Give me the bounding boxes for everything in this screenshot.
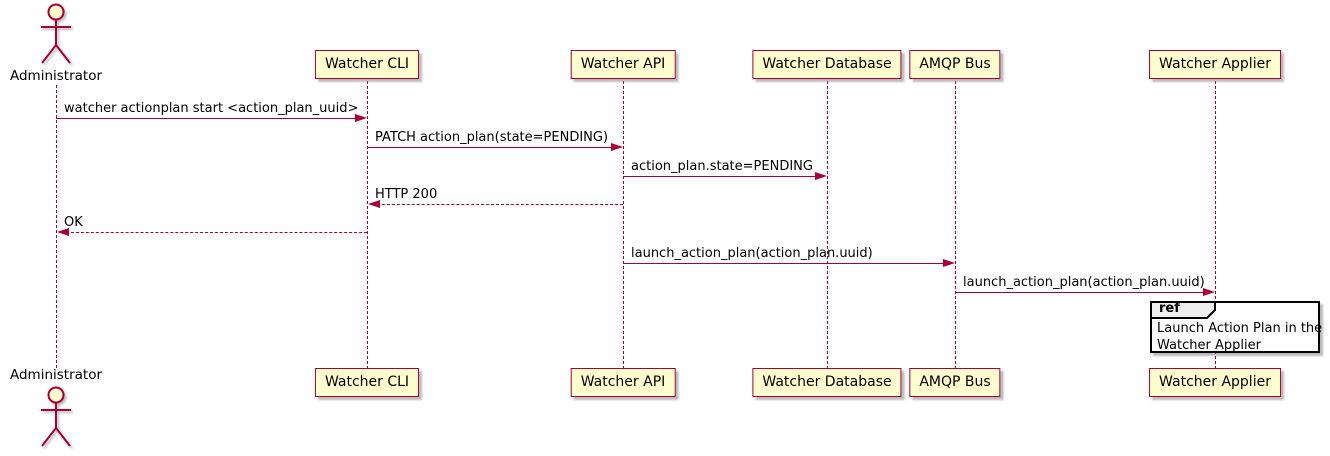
actor-icon [41, 3, 71, 64]
message-label-2: PATCH action_plan(state=PENDING) [375, 130, 609, 145]
participant-box-bottom-watcher-database: Watcher Database [752, 368, 902, 397]
ref-fragment-line-2: Watcher Applier [1157, 338, 1261, 353]
ref-fragment-tab: ref [1150, 301, 1216, 319]
message-line-2 [367, 147, 613, 148]
lifeline-administrator [56, 85, 57, 368]
participant-box-bottom-watcher-api: Watcher API [570, 368, 676, 397]
ref-fragment: ref Launch Action Plan in the Watcher Ap… [1150, 301, 1323, 355]
lifeline-watcher-api [623, 81, 624, 369]
message-label-6: launch_action_plan(action_plan.uuid) [631, 246, 873, 261]
message-arrowhead-3 [815, 172, 827, 180]
ref-tab-shape-icon [1150, 301, 1216, 319]
participant-box-top-watcher-api: Watcher API [570, 50, 676, 79]
ref-fragment-text: Launch Action Plan in the Watcher Applie… [1152, 319, 1323, 355]
message-label-3: action_plan.state=PENDING [631, 159, 813, 174]
message-line-1 [56, 118, 357, 119]
lifeline-amqp-bus [955, 81, 956, 369]
ref-fragment-line-1: Launch Action Plan in the [1157, 321, 1323, 336]
message-line-5 [66, 232, 367, 233]
actor-icon [41, 386, 71, 447]
participant-box-top-watcher-database: Watcher Database [752, 50, 902, 79]
message-arrowhead-6 [943, 259, 955, 267]
ref-fragment-keyword: ref [1159, 301, 1180, 316]
message-line-3 [623, 176, 817, 177]
actor-label-bottom-administrator: Administrator [9, 367, 103, 383]
participant-box-top-watcher-cli: Watcher CLI [314, 50, 420, 79]
participant-box-bottom-watcher-cli: Watcher CLI [314, 368, 420, 397]
message-label-1: watcher actionplan start <action_plan_uu… [64, 101, 359, 116]
message-arrowhead-7 [1203, 288, 1215, 296]
message-arrowhead-4 [368, 200, 380, 208]
participant-box-top-watcher-applier: Watcher Applier [1149, 50, 1281, 79]
lifeline-watcher-cli [367, 81, 368, 369]
message-label-7: launch_action_plan(action_plan.uuid) [963, 275, 1205, 290]
message-arrowhead-5 [57, 228, 69, 236]
lifeline-watcher-database [827, 81, 828, 369]
message-line-4 [377, 204, 623, 205]
lifeline-watcher-applier [1215, 81, 1216, 369]
participant-box-bottom-watcher-applier: Watcher Applier [1149, 368, 1281, 397]
message-line-6 [623, 263, 945, 264]
participant-box-bottom-amqp-bus: AMQP Bus [909, 368, 1001, 397]
participant-box-top-amqp-bus: AMQP Bus [909, 50, 1001, 79]
message-arrowhead-2 [611, 143, 623, 151]
actor-label-top-administrator: Administrator [9, 68, 103, 84]
message-line-7 [955, 292, 1205, 293]
message-arrowhead-1 [355, 114, 367, 122]
message-label-5: OK [64, 215, 83, 230]
message-label-4: HTTP 200 [375, 187, 438, 202]
